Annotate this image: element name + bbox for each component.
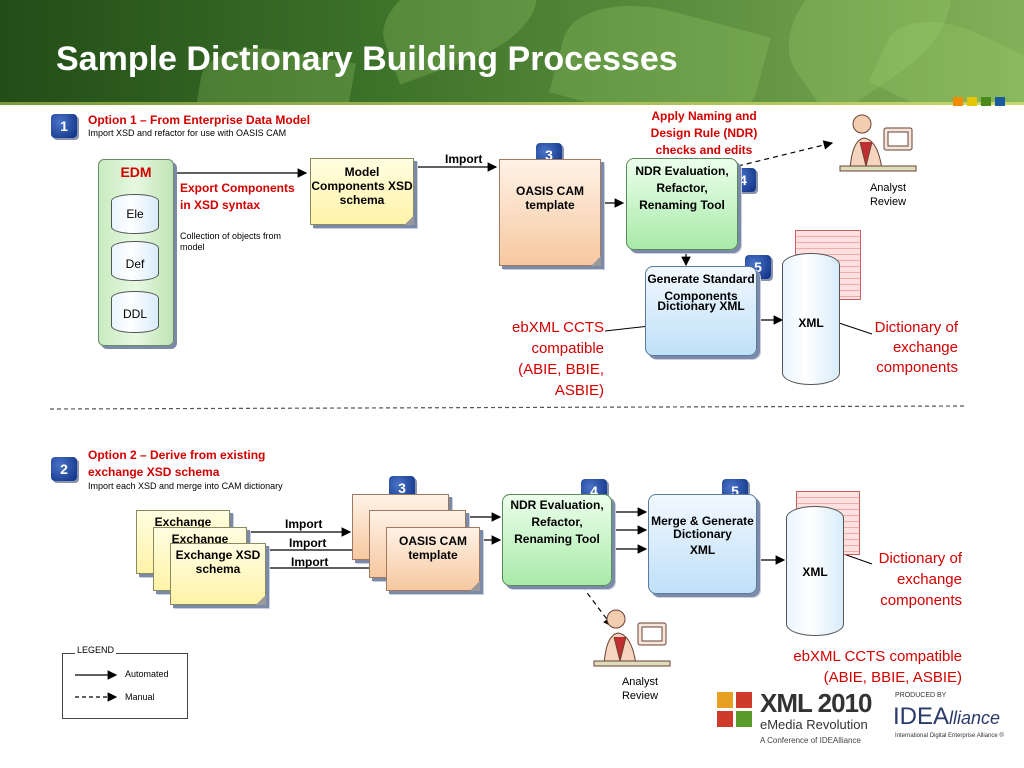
- xml2010-subtitle: eMedia Revolution: [760, 717, 868, 732]
- import-label: Import: [445, 152, 483, 166]
- xml2010-conference: A Conference of IDEAlliance: [760, 736, 861, 745]
- analyst-figure-icon: [839, 114, 917, 172]
- title-banner: [0, 0, 1024, 104]
- xml2010-logo-icon: [717, 692, 753, 728]
- ndr-note: Apply Naming and Design Rule (NDR) check…: [650, 109, 758, 157]
- deco-square: [967, 97, 977, 106]
- edm-ddl-cylinder: DDL: [111, 291, 159, 333]
- ndr-tool-label-2: NDR Evaluation, Refactor, Renaming Tool: [510, 498, 604, 546]
- produced-by-label: PRODUCED BY: [895, 692, 947, 699]
- deco-square: [995, 97, 1005, 106]
- edm-item-def: Def: [125, 257, 145, 271]
- xml-dictionary-cylinder: XML: [782, 253, 840, 385]
- exchange-doc-front-label: Exchange XSD schema: [175, 548, 261, 576]
- cam-doc-front: OASIS CAM template: [386, 527, 480, 591]
- ebxml-note: ebXML CCTS compatible (ABIE, BBIE, ASBIE…: [512, 319, 604, 399]
- idealliance-logo: IDEAlliance: [893, 703, 1000, 731]
- analyst-review-label-2: Analyst Review: [621, 676, 659, 702]
- dictionary-xml-label: Dictionary XML: [657, 299, 745, 313]
- option-1-subtext: Import XSD and refactor for use with OAS…: [88, 128, 287, 138]
- import-label-3: Import: [291, 555, 329, 569]
- dictionary-note-2: Dictionary of exchange components: [878, 550, 962, 609]
- merge-generate-box: Merge & Generate Dictionary XML: [648, 494, 757, 594]
- option-1-badge: 1: [51, 114, 77, 138]
- header-divider: [0, 102, 1024, 105]
- legend-box: [62, 653, 188, 719]
- idealliance-subtitle: International Digital Enterprise Allianc…: [895, 733, 1004, 739]
- xml-label: XML: [798, 316, 824, 330]
- analyst-review-icon-2: [592, 603, 672, 673]
- analyst-review-icon: [838, 108, 918, 178]
- edm-definition-cylinder: Def: [111, 241, 159, 281]
- edm-label: EDM: [120, 164, 152, 180]
- generate-components-box: Generate Standard Components Dictionary …: [645, 266, 757, 356]
- page-title: Sample Dictionary Building Processes: [56, 40, 678, 78]
- ndr-tool-box: NDR Evaluation, Refactor, Renaming Tool: [626, 158, 738, 250]
- model-components-label: Model Components XSD schema: [311, 165, 413, 207]
- merge-xml-label: XML: [689, 543, 716, 557]
- ndr-tool-label: NDR Evaluation, Refactor, Renaming Tool: [635, 164, 729, 212]
- idealliance-logo-part1: IDEA: [893, 703, 950, 730]
- edm-element-cylinder: Ele: [111, 194, 159, 234]
- option-2-badge: 2: [51, 457, 77, 481]
- legend-automated: Automated: [125, 669, 169, 679]
- exchange-doc-front: Exchange XSD schema: [170, 543, 266, 605]
- xml-label-2: XML: [802, 565, 828, 579]
- import-label-1: Import: [285, 517, 323, 531]
- xml-dictionary-cylinder-2: XML: [786, 506, 844, 636]
- option-1-heading: Option 1 – From Enterprise Data Model: [88, 113, 311, 127]
- oasis-cam-label: OASIS CAM template: [515, 184, 584, 212]
- generate-components-label: Generate Standard Components: [647, 272, 755, 303]
- analyst-review-label: Analyst Review: [869, 182, 907, 208]
- option-2-heading: Option 2 – Derive from existing exchange…: [88, 448, 266, 479]
- export-title: Export Components in XSD syntax: [180, 181, 295, 212]
- ebxml-note-2: ebXML CCTS compatible (ABIE, BBIE, ASBIE…: [793, 648, 962, 686]
- dictionary-note: Dictionary of exchange components: [874, 319, 958, 376]
- idealliance-logo-part2: lliance: [949, 708, 1001, 728]
- deco-square: [981, 97, 991, 106]
- xml2010-title: XML 2010: [760, 688, 872, 718]
- merge-generate-label: Merge & Generate Dictionary: [651, 514, 754, 541]
- import-label-2: Import: [289, 536, 327, 550]
- ndr-tool-box-2: NDR Evaluation, Refactor, Renaming Tool: [502, 494, 612, 586]
- oasis-cam-doc: OASIS CAM template: [499, 159, 601, 266]
- model-components-doc: Model Components XSD schema: [310, 158, 414, 225]
- edm-item-ddl: DDL: [122, 307, 147, 321]
- legend-title: LEGEND: [75, 645, 117, 655]
- option-2-subtext: Import each XSD and merge into CAM dicti…: [88, 481, 283, 491]
- edm-item-ele: Ele: [126, 207, 144, 221]
- exchange-doc-middle-label: Exchange: [171, 532, 229, 546]
- exchange-doc-back-label: Exchange: [154, 515, 212, 529]
- oasis-cam-label-2: OASIS CAM template: [398, 534, 467, 562]
- legend-manual: Manual: [125, 692, 155, 702]
- analyst-figure-icon: [593, 609, 671, 667]
- deco-square: [953, 97, 963, 106]
- export-subtext: Collection of objects from model: [180, 231, 282, 252]
